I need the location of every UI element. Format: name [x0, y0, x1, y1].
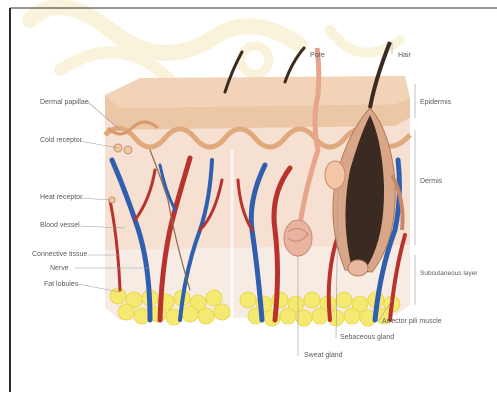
label-dermal-papillae: Dermal papillae	[40, 99, 89, 107]
label-pore: Pore	[310, 52, 325, 60]
label-blood-vessel: Blood vessel	[40, 222, 80, 230]
label-dermis: Dermis	[420, 178, 442, 186]
label-nerve: Nerve	[50, 265, 69, 273]
label-epidermis: Epidermis	[420, 99, 451, 107]
label-connective-tissue: Connective tissue	[32, 251, 87, 259]
label-heat-receptor: Heat receptor	[40, 194, 82, 202]
label-fat-lobules: Fat lobules	[44, 281, 78, 289]
label-cold-receptor: Cold receptor	[40, 137, 82, 145]
label-hair: Hair	[398, 52, 411, 60]
label-subcutaneous-layer: Subcutaneous layer	[420, 270, 477, 278]
label-sweat-gland: Sweat gland	[304, 352, 343, 360]
label-sebaceous-gland: Sebaceous gland	[340, 334, 394, 342]
watermark-logo	[30, 7, 400, 80]
label-arrector-pili-muscle: Arrector pili muscle	[382, 318, 442, 326]
